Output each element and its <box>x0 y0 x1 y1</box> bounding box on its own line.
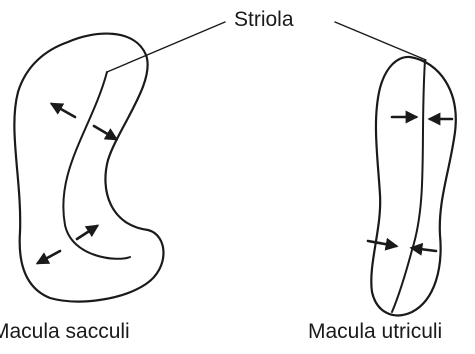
striola-label: Striola <box>234 8 294 32</box>
macula-utriculi-label: Macula utriculi <box>308 320 442 344</box>
macula-sacculi-label: Macula sacculi <box>0 320 130 344</box>
sacculi-arrow-lower-right <box>77 226 97 239</box>
sacculi-arrow-upper-right <box>94 126 116 139</box>
striola-leader-left <box>107 22 225 72</box>
utriculi-arrow-lower-left <box>368 241 396 246</box>
macula-utriculi-striola <box>392 60 425 312</box>
utriculi-arrow-lower-right <box>412 248 436 251</box>
macula-sacculi-outline <box>14 34 163 302</box>
macula-utriculi-outline <box>371 57 455 315</box>
macula-sacculi-striola <box>63 72 130 259</box>
striola-leader-right <box>335 22 426 60</box>
sacculi-arrow-upper-left <box>52 104 75 117</box>
sacculi-arrow-lower-left <box>38 251 60 263</box>
